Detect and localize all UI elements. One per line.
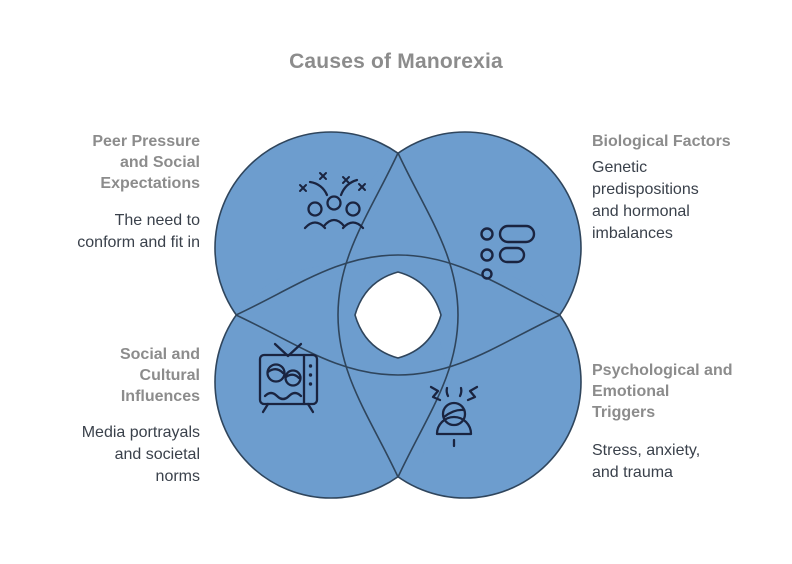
- stressed-person-icon: [429, 385, 479, 448]
- center-hole: [354, 271, 442, 359]
- section-heading-biological: Biological Factors: [592, 133, 731, 150]
- section-body-peer-pressure: The need to conform and fit in: [77, 212, 200, 251]
- tv-media-icon: [258, 342, 319, 414]
- section-heading-peer-pressure: Peer Pressure and Social Expectations: [92, 133, 200, 192]
- weave-arcs: [235, 152, 561, 478]
- section-heading-social-cultural: Social and Cultural Influences: [119, 346, 200, 405]
- section-body-social-cultural: Media portrayals and societal norms: [81, 424, 200, 485]
- section-heading-psychological: Psychological and Emotional Triggers: [592, 362, 733, 421]
- page-title: Causes of Manorexia: [289, 50, 503, 73]
- outer-outline: [214, 131, 582, 499]
- bullet-list-icon: [480, 224, 536, 280]
- section-body-psychological: Stress, anxiety, and trauma: [592, 442, 701, 481]
- celebration-crowd-icon: [299, 172, 366, 230]
- section-body-biological: Genetic predispositions and hormonal imb…: [592, 159, 699, 242]
